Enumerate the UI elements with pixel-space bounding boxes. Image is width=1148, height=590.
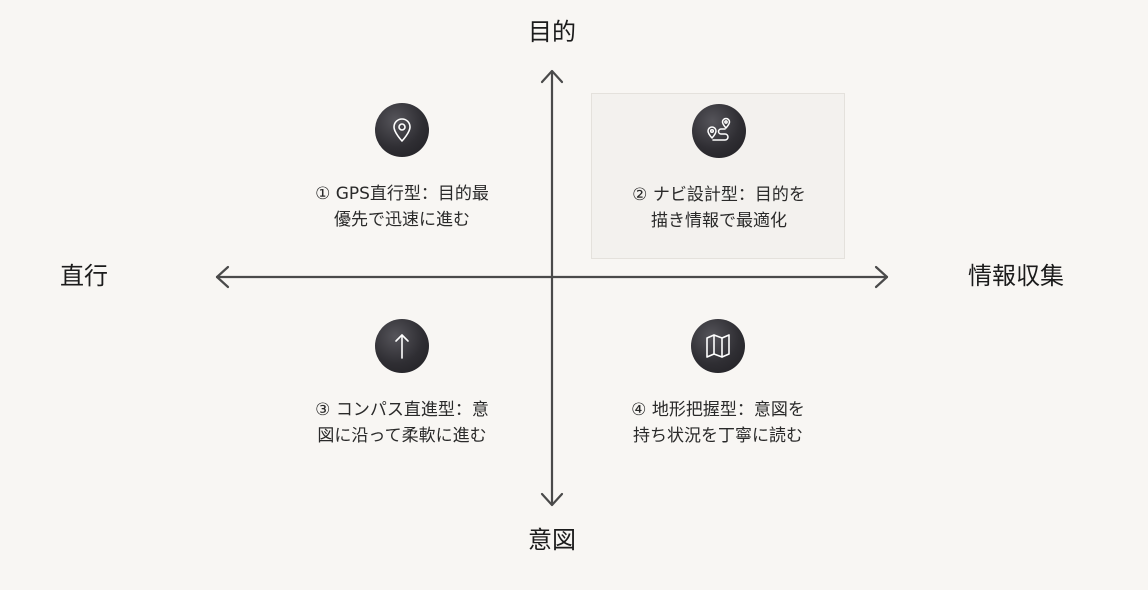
quadrant-text-line: ③ コンパス直進型：意 [315,400,489,420]
quadrant-text-line: 持ち状況を丁寧に読む [633,426,803,446]
quadrant-text-line: 図に沿って柔軟に進む [317,426,487,446]
arrow-right-head [874,265,889,289]
axis-label-right: 情報収集 [968,262,1064,290]
quadrant-text-line: 優先で迅速に進む [334,210,470,230]
arrow-up-head [540,69,564,84]
quadrant-description: ② ナビ設計型：目的を 描き情報で最適化 [592,182,846,234]
quadrant-gps-direct: ① GPS直行型：目的最 優先で迅速に進む [275,93,529,259]
arrow-up-icon [375,319,429,373]
arrow-down-head [540,492,564,507]
quadrant-compass-straight: ③ コンパス直進型：意 図に沿って柔軟に進む [275,309,529,475]
location-pin-icon [375,103,429,157]
axis-label-bottom: 意図 [528,526,576,554]
arrow-left-head [215,265,230,289]
map-icon [691,319,745,373]
quadrant-text-line: 描き情報で最適化 [651,211,787,231]
quadrant-description: ④ 地形把握型：意図を 持ち状況を丁寧に読む [591,397,845,449]
quadrant-text-line: ② ナビ設計型：目的を [632,185,806,205]
axis-label-left: 直行 [60,262,108,290]
quadrant-navi-design: ② ナビ設計型：目的を 描き情報で最適化 [591,93,845,259]
quadrant-text-line: ④ 地形把握型：意図を [631,400,805,420]
quadrant-terrain-reading: ④ 地形把握型：意図を 持ち状況を丁寧に読む [591,309,845,475]
route-icon [692,104,746,158]
quadrant-description: ① GPS直行型：目的最 優先で迅速に進む [275,181,529,233]
axis-label-top: 目的 [528,18,576,46]
quadrant-text-line: ① GPS直行型：目的最 [315,184,489,204]
quadrant-description: ③ コンパス直進型：意 図に沿って柔軟に進む [275,397,529,449]
